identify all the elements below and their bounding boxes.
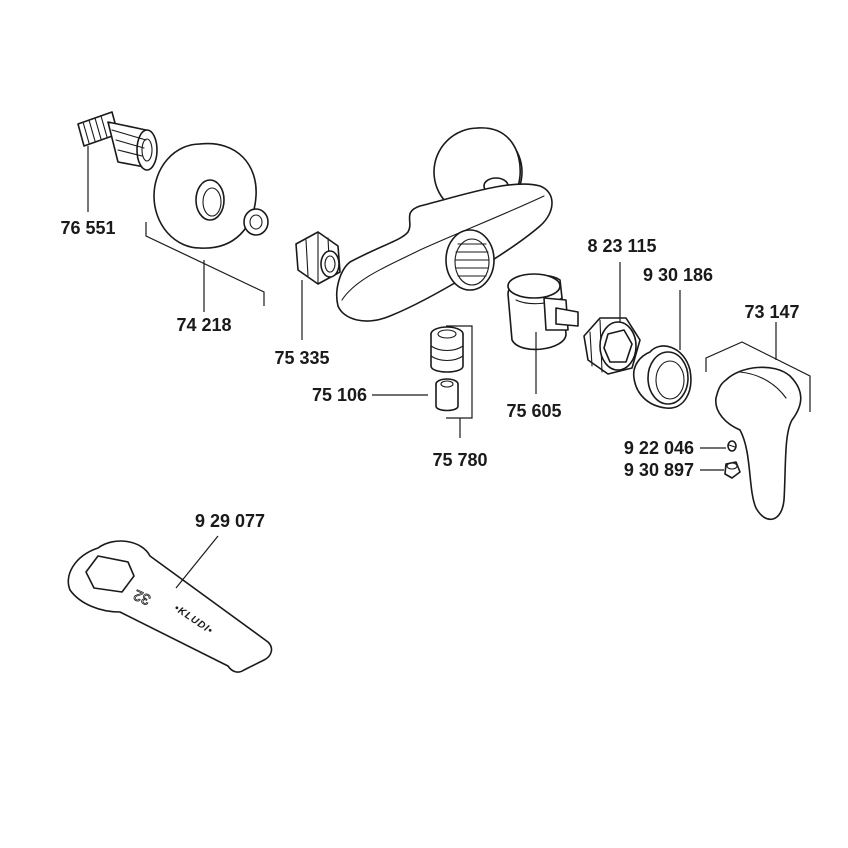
wrench-size-engraving: 32 [131,586,153,608]
leader-lines [87,146,811,589]
part-label-75106: 75 106 [312,385,367,405]
cover-sleeve-drawing [632,345,692,409]
part-label-75335: 75 335 [274,348,329,368]
cap-drawing [724,461,741,479]
threaded-connector-drawing [77,111,158,171]
rosette-drawing [153,142,269,249]
part-label-74218: 74 218 [176,315,231,335]
part-label-76551: 76 551 [60,218,115,238]
wrench-drawing: 32 •KLUDI• [67,540,273,673]
part-label-75780: 75 780 [432,450,487,470]
part-label-823115: 8 23 115 [587,236,656,256]
part-labels: 76 551 74 218 75 335 75 106 75 780 75 60… [60,218,799,531]
union-nut-drawing [295,231,341,285]
valve-body-drawing [335,127,553,322]
lever-handle-drawing [715,366,802,520]
part-label-929077: 9 29 077 [195,511,265,531]
part-label-930186: 9 30 186 [643,265,713,285]
part-label-922046: 9 22 046 [624,438,694,458]
cartridge-drawing [507,273,579,351]
part-label-930897: 9 30 897 [624,460,694,480]
check-valve-drawing [430,326,464,412]
part-label-73147: 73 147 [744,302,799,322]
cartridge-nut-drawing [583,317,641,375]
part-label-75605: 75 605 [506,401,561,421]
screw-drawing [727,440,737,452]
